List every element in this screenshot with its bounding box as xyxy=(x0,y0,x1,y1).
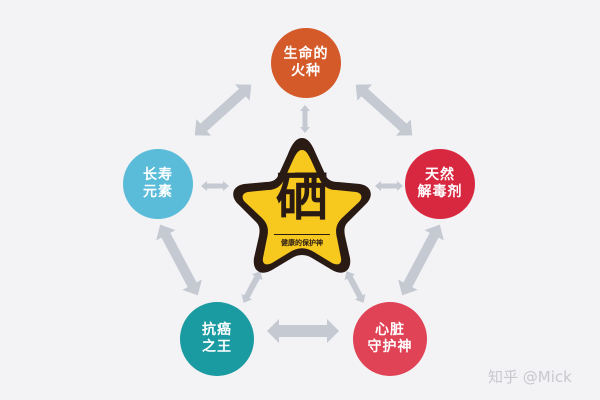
center-divider xyxy=(274,234,330,235)
node-top-line2: 火种 xyxy=(291,63,321,79)
arrow-left-bottomleft xyxy=(156,224,202,296)
center-subtitle: 健康的保护神 xyxy=(281,239,323,247)
star-icon xyxy=(233,138,371,273)
watermark: 知乎 @Mick xyxy=(488,368,572,386)
node-top: 生命的 火种 xyxy=(271,28,341,98)
node-bottom-right-line2: 守护神 xyxy=(367,339,413,355)
node-bottom-left: 抗癌 之王 xyxy=(180,302,254,376)
node-left-line2: 元素 xyxy=(143,184,173,200)
arrow-center-bottomright xyxy=(344,271,366,303)
arrow-top-right xyxy=(355,84,413,136)
node-top-line1: 生命的 xyxy=(283,46,329,62)
node-bottom-right: 心脏 守护神 xyxy=(353,302,427,376)
center-star: 硒 健康的保护神 xyxy=(228,130,376,280)
node-right-line2: 解毒剂 xyxy=(417,184,463,200)
arrow-bottomleft-bottomright xyxy=(267,319,339,343)
node-right-line1: 天然 xyxy=(425,167,455,183)
arrow-left-top xyxy=(194,84,252,136)
node-bottom-right-line1: 心脏 xyxy=(375,322,405,338)
center-title: 硒 xyxy=(275,167,328,228)
node-right: 天然 解毒剂 xyxy=(405,149,475,219)
arrow-center-left xyxy=(201,181,229,191)
node-bottom-left-line2: 之王 xyxy=(202,339,232,355)
arrow-center-right xyxy=(375,181,403,191)
arrow-center-top xyxy=(300,105,310,133)
node-bottom-left-line1: 抗癌 xyxy=(202,322,232,338)
arrow-center-bottomleft xyxy=(241,271,263,303)
node-left: 长寿 元素 xyxy=(123,149,193,219)
arrow-right-bottomright xyxy=(398,224,444,296)
node-left-line1: 长寿 xyxy=(143,167,173,183)
